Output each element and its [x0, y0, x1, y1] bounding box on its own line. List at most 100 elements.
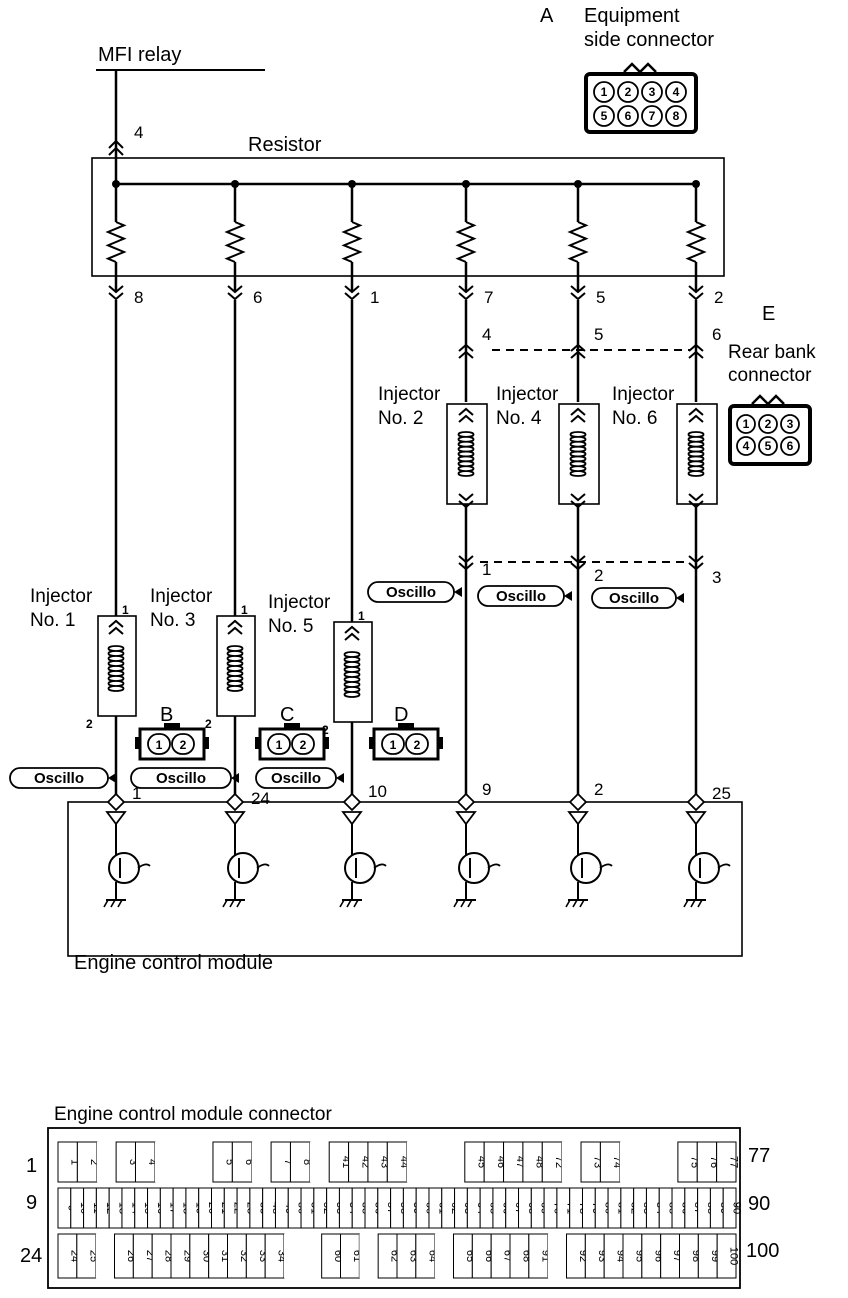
- injector-coil-front-0-back: [107, 645, 117, 692]
- injector-rear-label1-1: Injector: [496, 384, 559, 405]
- connector-e-pin-5-shape: [758, 436, 778, 456]
- row-label-left-3: 24: [20, 1245, 42, 1267]
- connector-a-latch: [623, 62, 657, 74]
- ecm-row1-gap-30: [639, 1142, 659, 1182]
- resistor-pin-4: 5: [596, 288, 605, 307]
- resistor-zigzag-1: [224, 221, 246, 263]
- connector-e-line1: Rear bank: [728, 342, 816, 363]
- ecm-row3-pin-100: 100: [728, 1247, 740, 1265]
- connector-a-line1: Equipment: [584, 5, 680, 27]
- injector-coil-front-0: [115, 645, 125, 692]
- oscillo-front-2-arrow: [336, 773, 344, 783]
- connector-d-letter: D: [394, 704, 408, 726]
- ecm-row1-pin-4: 4: [146, 1159, 158, 1165]
- injector-top-marker-front-2-b: [344, 625, 360, 634]
- ecm-row1-gap-6: [174, 1142, 194, 1182]
- ecm-ground-hatch-1-0: [222, 899, 228, 908]
- ecm-ground-hatch-1-1: [229, 899, 235, 908]
- mfi-relay-label: MFI relay: [98, 44, 181, 66]
- ecm-row1-gap-7: [193, 1142, 213, 1182]
- connector-a-pin-4-shape: [665, 81, 687, 103]
- row-label-left-1: 1: [26, 1155, 37, 1177]
- injector-pin-bottom-front-0: 2: [86, 717, 93, 731]
- resistor-out-marker-3-b: [458, 292, 474, 301]
- row-label-right-1: 77: [748, 1145, 770, 1167]
- ecm-row1-gap-2: [96, 1142, 117, 1182]
- ecm-input-marker-2: [341, 811, 363, 826]
- ecm-transistor-1: [227, 852, 259, 884]
- connector-e-pin-4-shape: [736, 436, 756, 456]
- resistor-out-marker-1-a: [227, 285, 243, 294]
- connector-a-pin-3-shape: [641, 81, 663, 103]
- ecm-row1-gap-20: [445, 1142, 465, 1182]
- ecm-transistor-2: [344, 852, 376, 884]
- oscillo-front-1-text: Oscillo: [156, 770, 206, 787]
- ecm-box: [67, 801, 743, 957]
- ecm-row1-gap-19: [426, 1142, 446, 1182]
- connector-e-letter: E: [762, 303, 775, 325]
- ecm-row1-gap-18: [406, 1142, 427, 1182]
- resistor-pin-0: 8: [134, 288, 143, 307]
- ecm-pin-5: 25: [712, 784, 731, 803]
- ecm-row1-gap-13: [309, 1142, 330, 1182]
- ecm-label: Engine control module: [74, 952, 273, 974]
- connector-a-pin-5: 5: [601, 109, 608, 123]
- injector-rear-label2-0: No. 2: [378, 408, 423, 429]
- injector-front-label2-1: No. 3: [150, 610, 195, 631]
- connector-a-line2: side connector: [584, 29, 714, 51]
- resistor-box: [91, 157, 725, 277]
- connector-e-pin-5: 5: [765, 439, 772, 453]
- connector-a-pin-4: 4: [673, 85, 680, 99]
- connector-a-pin-1-shape: [593, 81, 615, 103]
- injector-top-marker-front-0-a: [108, 626, 124, 635]
- rear-connector-top-marker-0-a: [458, 350, 474, 359]
- resistor-label: Resistor: [248, 134, 322, 156]
- ecm-transistor-lead-0: [137, 863, 151, 869]
- connector-d-latch: [398, 723, 414, 729]
- injector-body-rear-1: [558, 403, 600, 505]
- connector-e-pin-6: 6: [787, 439, 794, 453]
- ecm-pin-4: 2: [594, 780, 603, 799]
- ecm-transistor-5: [688, 852, 720, 884]
- ecm-transistor-lead-3: [487, 863, 501, 869]
- injector-rear-label2-1: No. 4: [496, 408, 542, 429]
- connector-e-pin-4: 4: [743, 439, 750, 453]
- injector-top-marker-rear-1-a: [570, 414, 586, 423]
- injector-coil-front-1: [234, 645, 244, 692]
- row-label-right-3: 100: [746, 1240, 779, 1262]
- injector-coil-front-1-back: [226, 645, 236, 692]
- resistor-out-marker-5-b: [688, 292, 704, 301]
- connector-a-pin-2-shape: [617, 81, 639, 103]
- resistor-out-marker-2-a: [344, 285, 360, 294]
- injector-coil-rear-0-back: [457, 431, 467, 477]
- ecm-row3-pin-26: 26: [125, 1250, 137, 1262]
- ecm-input-marker-0: [105, 811, 127, 826]
- rear-bottom-pin-2: 3: [712, 568, 721, 587]
- connector-c-pin-2: 2: [300, 738, 307, 752]
- ecm-row3-cell-91: [528, 1233, 549, 1279]
- injector-front-label1-2: Injector: [268, 592, 331, 613]
- connector-a-pin-6-shape: [617, 105, 639, 127]
- injector-pin-bottom-front-2: 2: [322, 723, 329, 737]
- ecm-row2-cell-90: [722, 1187, 737, 1229]
- ecm-ground-hatch-2-0: [339, 899, 345, 908]
- row-label-left-2: 9: [26, 1192, 37, 1214]
- oscillo-front-1-arrow: [231, 773, 239, 783]
- connector-c-pin-1-shape: [267, 733, 291, 755]
- injector-top-marker-rear-2-b: [688, 407, 704, 416]
- ecm-row1-gap-26: [561, 1142, 582, 1182]
- oscillo-rear-0-text: Oscillo: [386, 584, 436, 601]
- resistor-out-marker-0-a: [108, 285, 124, 294]
- ecm-row1-pin-2: 2: [88, 1159, 100, 1165]
- ecm-connector-outline: [47, 1127, 741, 1289]
- connector-b-letter: B: [160, 704, 173, 726]
- injector-rear-label2-2: No. 6: [612, 408, 657, 429]
- connector-b-pin-1: 1: [156, 738, 163, 752]
- injector-pin-top-front-2: 1: [358, 609, 365, 623]
- connector-a-pin-8-shape: [665, 105, 687, 127]
- connector-b-pin-2: 2: [180, 738, 187, 752]
- rear-connector-bottom-marker-1-b: [570, 562, 586, 571]
- injector-rear-label1-2: Injector: [612, 384, 675, 405]
- resistor-out-marker-2-b: [344, 292, 360, 301]
